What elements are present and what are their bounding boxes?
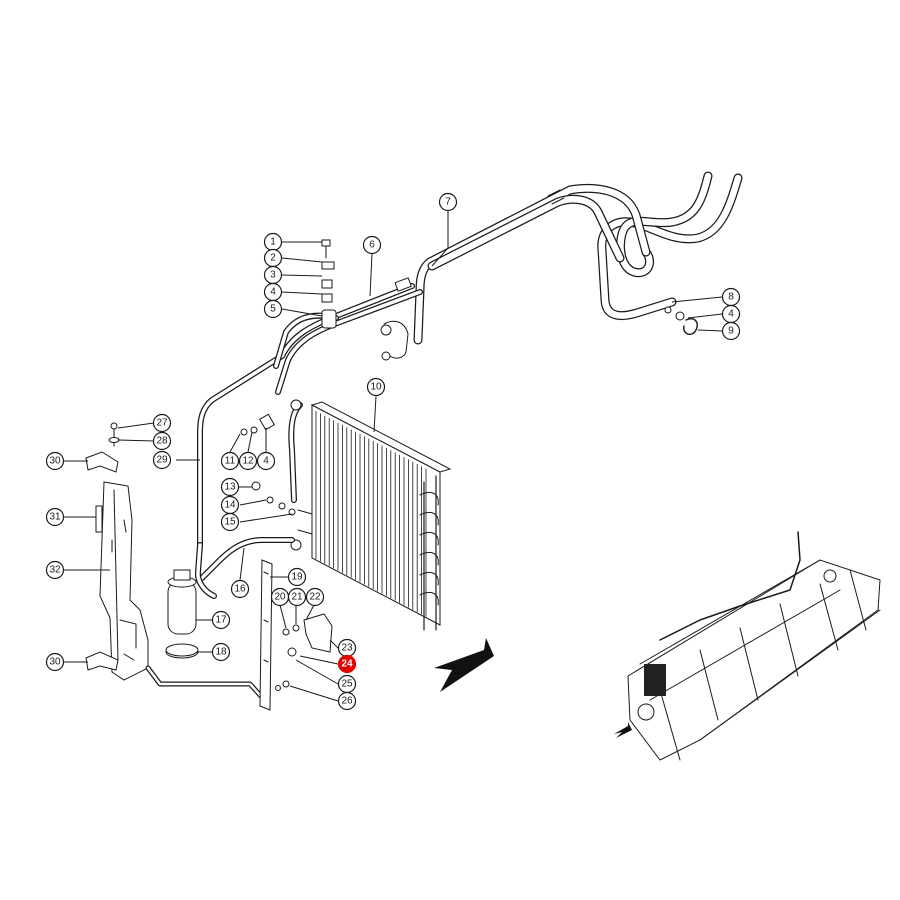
svg-text:10: 10	[370, 382, 382, 393]
callout-17[interactable]: 17	[211, 610, 231, 630]
condenser-10	[288, 399, 452, 631]
callout-4[interactable]: 4	[256, 451, 276, 471]
callout-21[interactable]: 21	[287, 587, 307, 607]
svg-text:16: 16	[234, 584, 246, 595]
callout-12[interactable]: 12	[238, 451, 258, 471]
callout-29[interactable]: 29	[152, 450, 172, 470]
callout-26[interactable]: 26	[337, 691, 357, 711]
svg-text:21: 21	[291, 592, 303, 603]
callout-15[interactable]: 15	[220, 512, 240, 532]
callout-27[interactable]: 27	[152, 413, 172, 433]
svg-text:20: 20	[274, 592, 286, 603]
callout-6[interactable]: 6	[362, 235, 382, 255]
svg-text:12: 12	[242, 456, 254, 467]
svg-text:4: 4	[728, 309, 734, 320]
bracket-32	[99, 481, 271, 707]
svg-text:30: 30	[49, 657, 61, 668]
svg-text:2: 2	[270, 253, 276, 264]
svg-text:18: 18	[215, 647, 227, 658]
callout-16[interactable]: 16	[230, 579, 250, 599]
spacer-31	[95, 505, 103, 533]
svg-text:8: 8	[728, 292, 734, 303]
machine-overview-inset	[614, 531, 881, 761]
svg-text:22: 22	[309, 592, 321, 603]
callout-30[interactable]: 30	[45, 652, 65, 672]
condenser-fins	[315, 411, 427, 617]
callout-32[interactable]: 32	[45, 560, 65, 580]
leader-lines	[64, 210, 723, 702]
svg-text:4: 4	[263, 456, 269, 467]
callout-18[interactable]: 18	[211, 642, 231, 662]
callout-11[interactable]: 11	[220, 451, 240, 471]
svg-text:28: 28	[156, 436, 168, 447]
callouts: 1 2 3 4 5 6 7 8 4 9 10 27 28 30 29 11 12…	[45, 192, 741, 711]
callout-22[interactable]: 22	[305, 587, 325, 607]
svg-text:6: 6	[369, 240, 375, 251]
callout-20[interactable]: 20	[270, 587, 290, 607]
callout-2[interactable]: 2	[263, 248, 283, 268]
svg-text:4: 4	[270, 287, 276, 298]
callout-23[interactable]: 23	[337, 638, 357, 658]
callout-8[interactable]: 8	[721, 287, 741, 307]
svg-text:15: 15	[224, 517, 236, 528]
callout-10[interactable]: 10	[366, 377, 386, 397]
callout-24-highlighted[interactable]: 24	[337, 654, 357, 674]
svg-text:23: 23	[341, 643, 353, 654]
svg-text:25: 25	[341, 679, 353, 690]
mounts-30	[85, 451, 119, 671]
callout-28[interactable]: 28	[152, 431, 172, 451]
callout-30[interactable]: 30	[45, 451, 65, 471]
callout-5[interactable]: 5	[263, 299, 283, 319]
svg-text:26: 26	[341, 696, 353, 707]
line-16	[194, 537, 295, 599]
bracket-19	[259, 559, 273, 711]
svg-text:14: 14	[224, 500, 236, 511]
callout-1[interactable]: 1	[263, 232, 283, 252]
svg-text:24: 24	[341, 659, 353, 670]
inset-condenser	[644, 664, 666, 696]
svg-text:7: 7	[445, 197, 451, 208]
svg-text:31: 31	[49, 512, 61, 523]
callout-9[interactable]: 9	[721, 321, 741, 341]
callout-3[interactable]: 3	[263, 265, 283, 285]
svg-text:1: 1	[270, 237, 276, 248]
svg-text:32: 32	[49, 565, 61, 576]
callout-4[interactable]: 4	[263, 282, 283, 302]
callout-7[interactable]: 7	[438, 192, 458, 212]
inset-direction-arrow	[614, 722, 632, 738]
svg-text:11: 11	[225, 456, 236, 467]
callout-31[interactable]: 31	[45, 507, 65, 527]
svg-text:9: 9	[728, 326, 734, 337]
svg-text:27: 27	[156, 418, 168, 429]
callout-19[interactable]: 19	[287, 567, 307, 587]
refrigerant-hose-7	[413, 171, 743, 345]
hardware-small	[165, 306, 698, 691]
svg-text:3: 3	[270, 270, 276, 281]
svg-text:30: 30	[49, 456, 61, 467]
svg-text:17: 17	[215, 615, 227, 626]
svg-text:19: 19	[291, 572, 303, 583]
front-direction-arrow	[434, 638, 494, 692]
callout-4[interactable]: 4	[721, 304, 741, 324]
svg-text:29: 29	[156, 455, 168, 466]
callout-25[interactable]: 25	[337, 674, 357, 694]
bolt-27-washer-28	[108, 422, 120, 447]
svg-text:5: 5	[270, 304, 276, 315]
callout-13[interactable]: 13	[220, 477, 240, 497]
svg-text:13: 13	[224, 482, 236, 493]
clamp-5	[321, 239, 337, 329]
callout-14[interactable]: 14	[220, 495, 240, 515]
